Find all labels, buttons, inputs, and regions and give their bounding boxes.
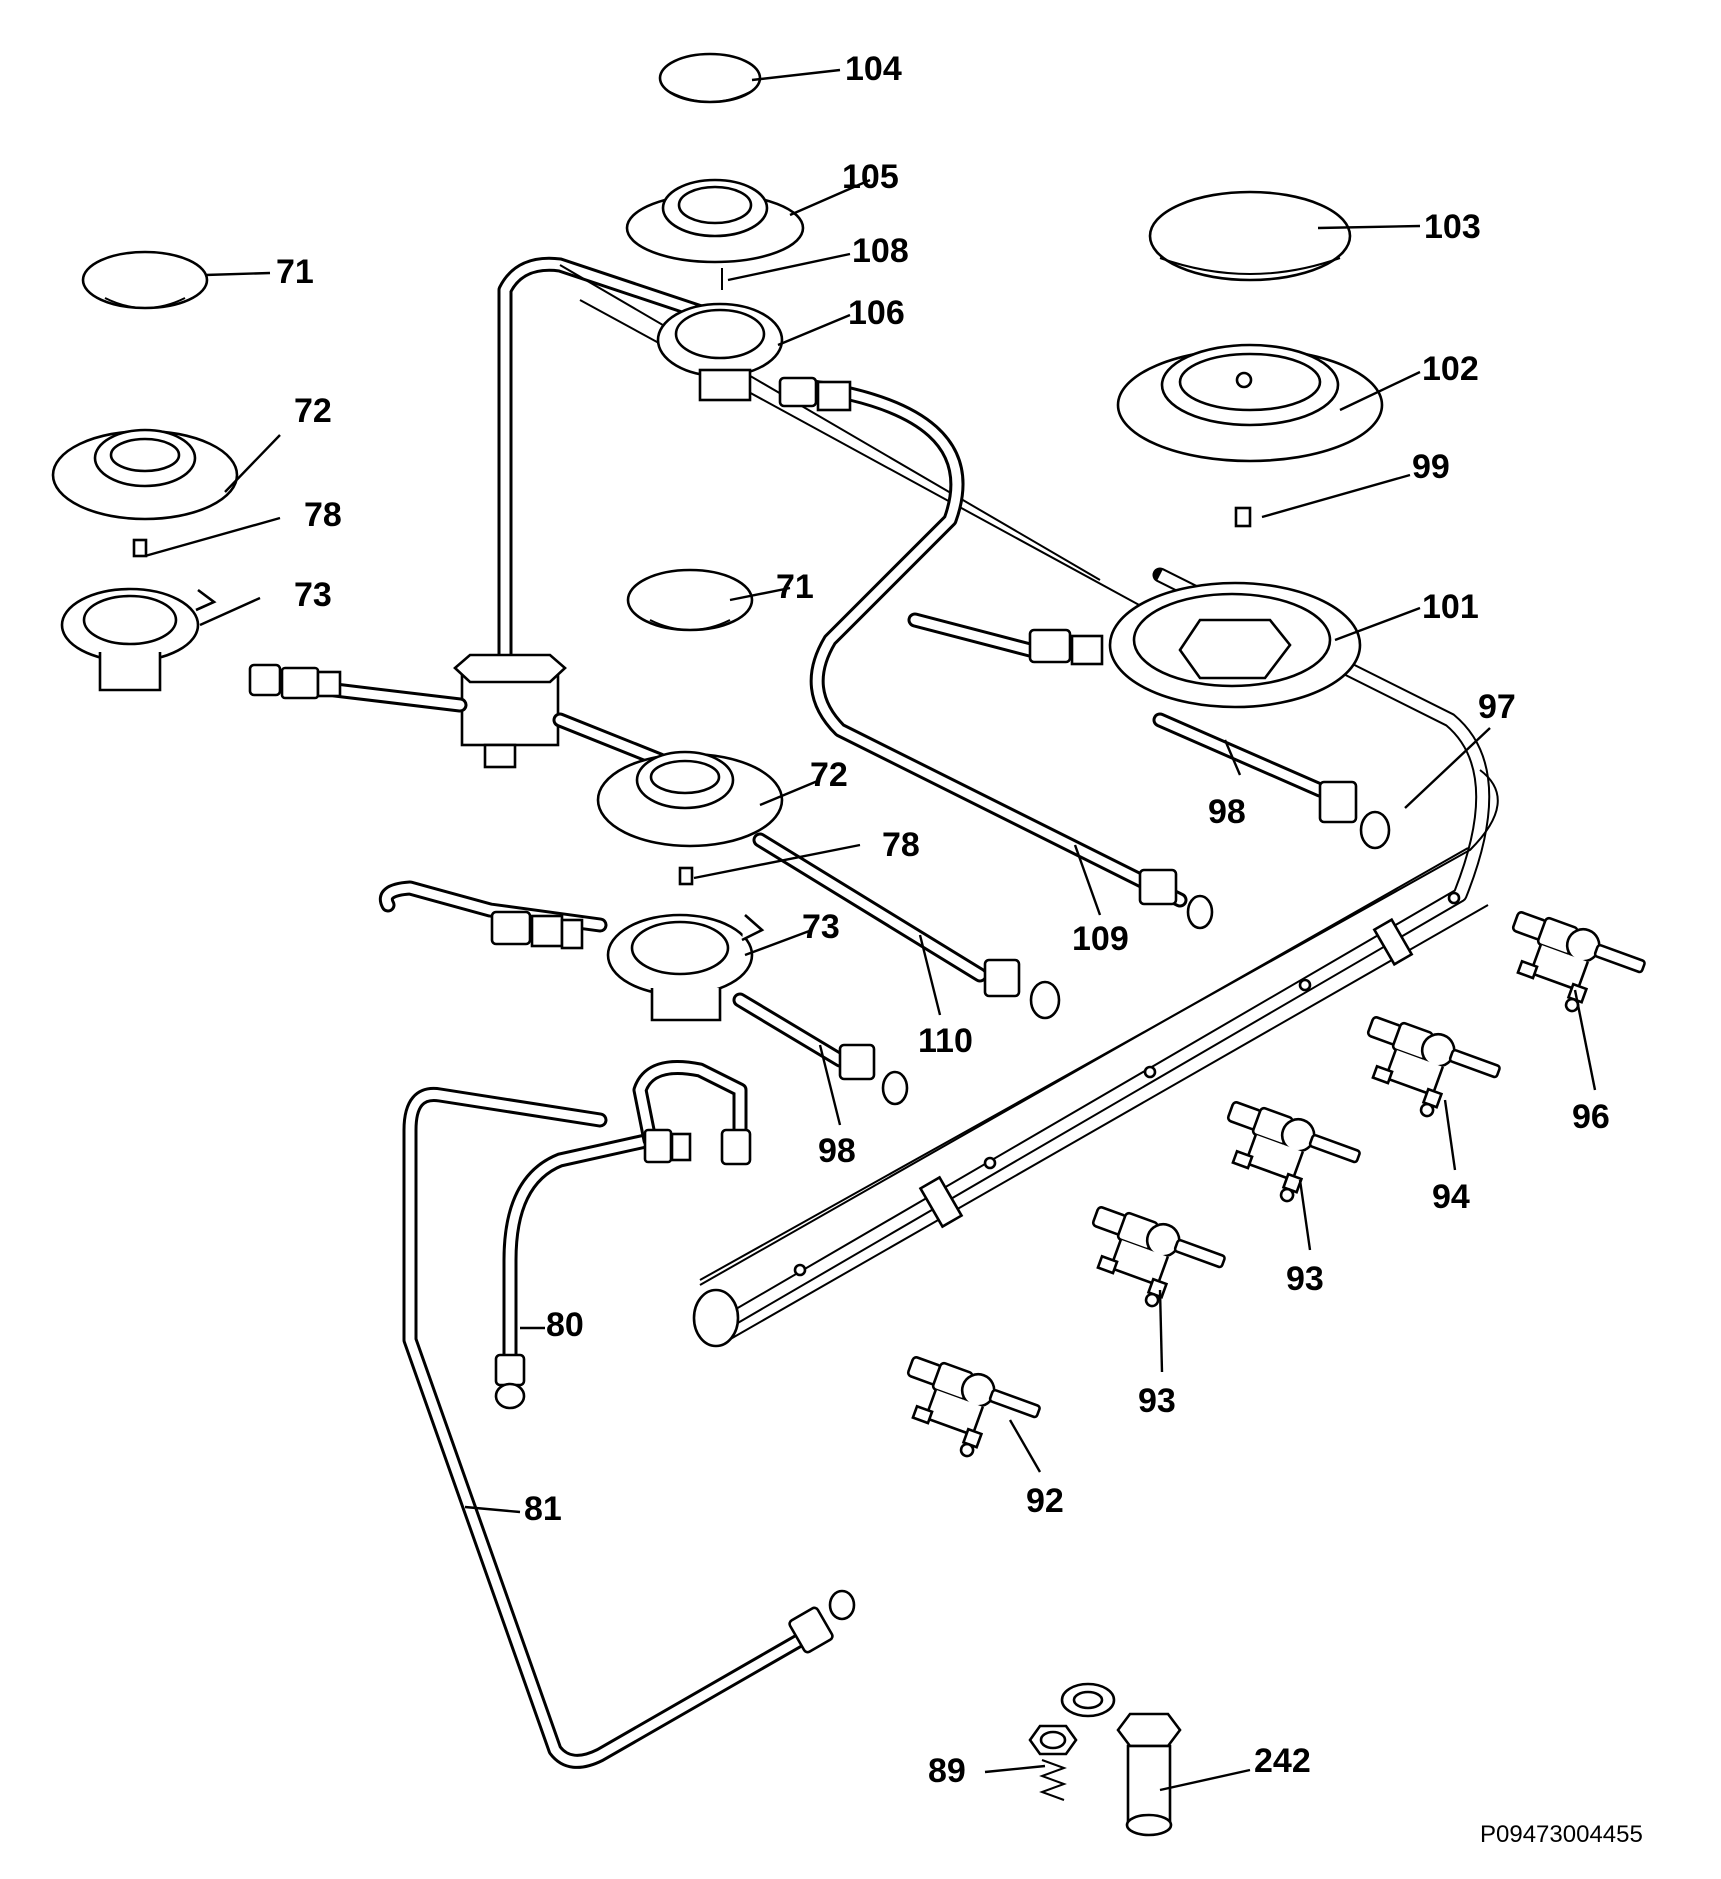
injector-78-center [678,866,694,886]
callout-106: 106 [848,294,905,332]
burner-cap-71-left [81,250,209,310]
callout-101: 101 [1422,588,1479,626]
callout-78-center: 78 [882,826,920,864]
pipe-81 [402,1086,856,1769]
burner-base-101 [907,581,1391,850]
burner-cap-71-center [626,568,754,632]
callout-102: 102 [1422,350,1479,388]
callout-72-left: 72 [294,392,332,430]
callout-78-left: 78 [304,496,342,534]
callout-242: 242 [1254,1742,1311,1780]
callout-81: 81 [524,1490,562,1528]
burner-cap-104 [658,52,762,104]
callout-89: 89 [928,1752,966,1790]
callout-73-center: 73 [802,908,840,946]
callout-93-upper: 93 [1286,1260,1324,1298]
callout-109: 109 [1072,920,1129,958]
pipe-80 [494,1060,752,1410]
injector-99 [1234,506,1252,528]
callout-97: 97 [1478,688,1516,726]
burner-base-106 [656,302,852,412]
callout-72-center: 72 [810,756,848,794]
callout-93-lower: 93 [1138,1382,1176,1420]
burner-crown-72-center [596,750,784,848]
gas-valve-96 [1491,904,1651,1031]
gas-valve-93-upper [1206,1094,1366,1221]
callout-96: 96 [1572,1098,1610,1136]
callout-98-center: 98 [818,1132,856,1170]
leader-lines [144,68,1597,1792]
callout-108: 108 [852,232,909,270]
gas-rail-97 [692,567,1499,1348]
callout-104: 104 [845,50,902,88]
callout-105: 105 [842,158,899,196]
washer [1060,1682,1116,1718]
burner-base-73-left [60,587,217,692]
injector-78-left [132,538,148,558]
callout-110: 110 [918,1022,973,1060]
callout-94: 94 [1432,1178,1470,1216]
callout-103: 103 [1424,208,1481,246]
burner-crown-72-left [51,428,239,521]
part-89 [1028,1724,1078,1801]
gas-valve-94 [1346,1009,1506,1136]
gas-valve-93-lower [1071,1199,1231,1326]
callout-92: 92 [1026,1482,1064,1520]
callout-labels: 104 105 108 106 103 102 99 101 97 98 71 … [276,50,1643,1848]
gas-valve-92 [886,1349,1046,1476]
callout-71-left: 71 [276,253,314,291]
drawing-code: P09473004455 [1480,1821,1643,1848]
pipes-110-98-109 [378,832,1214,1106]
callout-73-left: 73 [294,576,332,614]
burner-base-73-center [606,913,765,1022]
burner-cap-103 [1148,190,1352,282]
feed-pipes [248,256,1241,908]
callout-71-center: 71 [776,568,814,606]
callout-99: 99 [1412,448,1450,486]
callout-80: 80 [546,1306,584,1344]
callout-98-right: 98 [1208,793,1246,831]
burner-crown-102 [1116,343,1384,463]
burner-crown-105 [625,178,805,264]
part-242 [1116,1712,1182,1837]
